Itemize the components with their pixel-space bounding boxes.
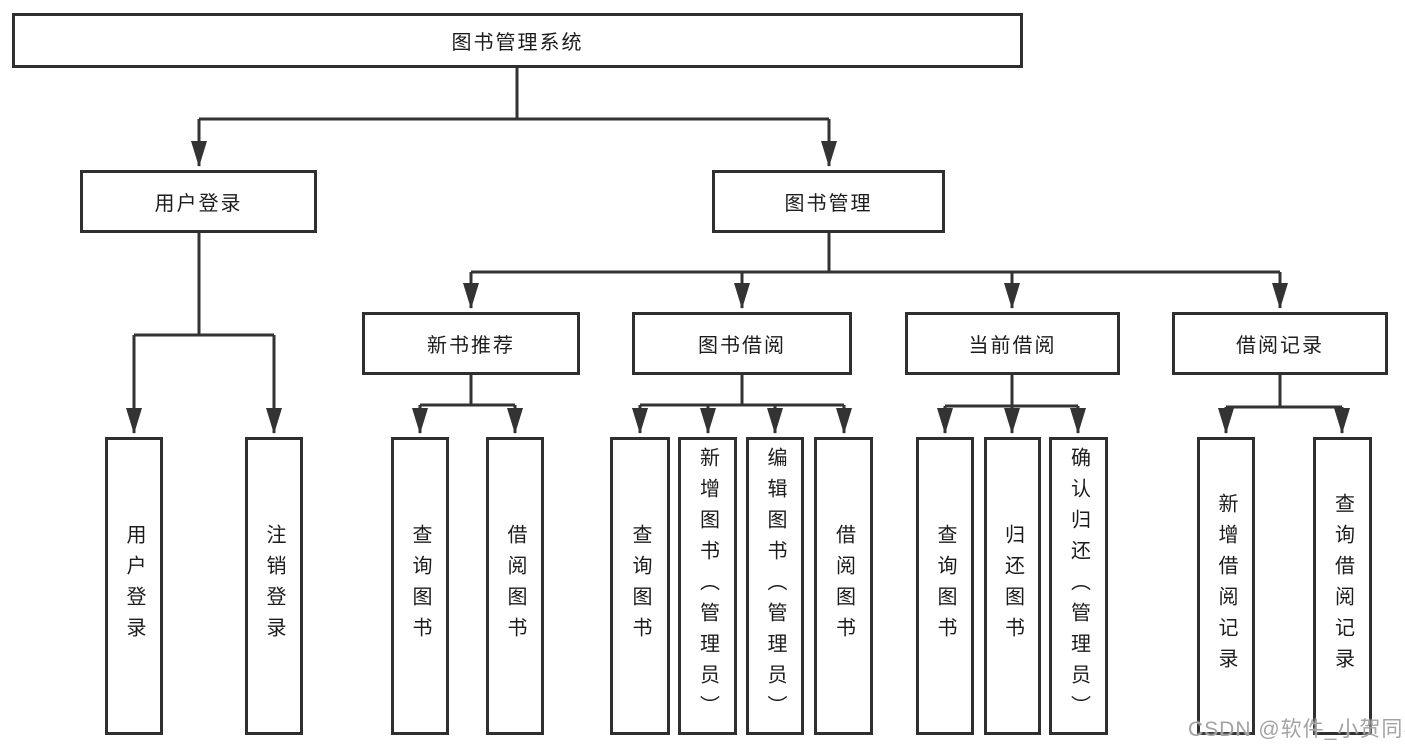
node-label: 新书推荐: [427, 335, 515, 357]
node-label: 用户登录: [154, 193, 243, 215]
leaf-nbr-query-books: 查询图书: [391, 437, 449, 735]
node-label: 新增借阅记录: [1215, 493, 1237, 679]
leaf-cb-query-books: 查询图书: [916, 437, 974, 735]
node-label: 查询图书: [934, 524, 956, 648]
leaf-bb-query-books: 查询图书: [610, 437, 670, 735]
node-label: 图书管理系统: [451, 32, 584, 54]
leaf-user-login: 用户登录: [105, 437, 163, 735]
leaf-bb-add-books-admin: 新增图书（管理员）: [678, 437, 737, 735]
csdn-watermark: CSDN @软件_小贺同学: [1188, 718, 1405, 741]
node-label: 新增图书（管理员）: [696, 446, 719, 726]
node-label: 注销登录: [263, 524, 285, 648]
node-book-borrow: 图书借阅: [632, 312, 852, 375]
node-book-management: 图书管理: [712, 170, 945, 233]
leaf-bb-edit-books-admin: 编辑图书（管理员）: [746, 437, 804, 735]
leaf-cb-confirm-return-admin: 确认归还（管理员）: [1049, 437, 1108, 735]
leaf-nbr-borrow-books: 借阅图书: [486, 437, 544, 735]
leaf-br-add-record: 新增借阅记录: [1197, 437, 1255, 735]
node-label: 当前借阅: [968, 335, 1057, 357]
node-label: 借阅图书: [832, 524, 855, 648]
node-library-management-system: 图书管理系统: [12, 13, 1023, 68]
node-label: 用户登录: [123, 524, 145, 648]
node-label: 确认归还（管理员）: [1067, 446, 1090, 726]
leaf-cb-return-books: 归还图书: [984, 437, 1041, 735]
node-label: 查询图书: [409, 524, 431, 648]
node-label: 查询借阅记录: [1331, 493, 1354, 679]
node-label: 编辑图书（管理员）: [764, 446, 786, 726]
node-new-book-recommend: 新书推荐: [362, 312, 580, 375]
node-label: 借阅记录: [1236, 335, 1324, 357]
leaf-bb-borrow-books: 借阅图书: [814, 437, 873, 735]
node-user-login: 用户登录: [80, 170, 317, 233]
node-label: 查询图书: [629, 524, 651, 648]
node-label: 图书借阅: [698, 335, 786, 357]
leaf-br-query-record: 查询借阅记录: [1313, 437, 1372, 735]
node-label: 归还图书: [1001, 524, 1024, 648]
node-current-borrow: 当前借阅: [905, 312, 1120, 375]
node-label: 借阅图书: [504, 524, 526, 648]
leaf-logout: 注销登录: [245, 437, 303, 735]
node-label: 图书管理: [784, 193, 873, 215]
node-borrow-records: 借阅记录: [1172, 312, 1388, 375]
